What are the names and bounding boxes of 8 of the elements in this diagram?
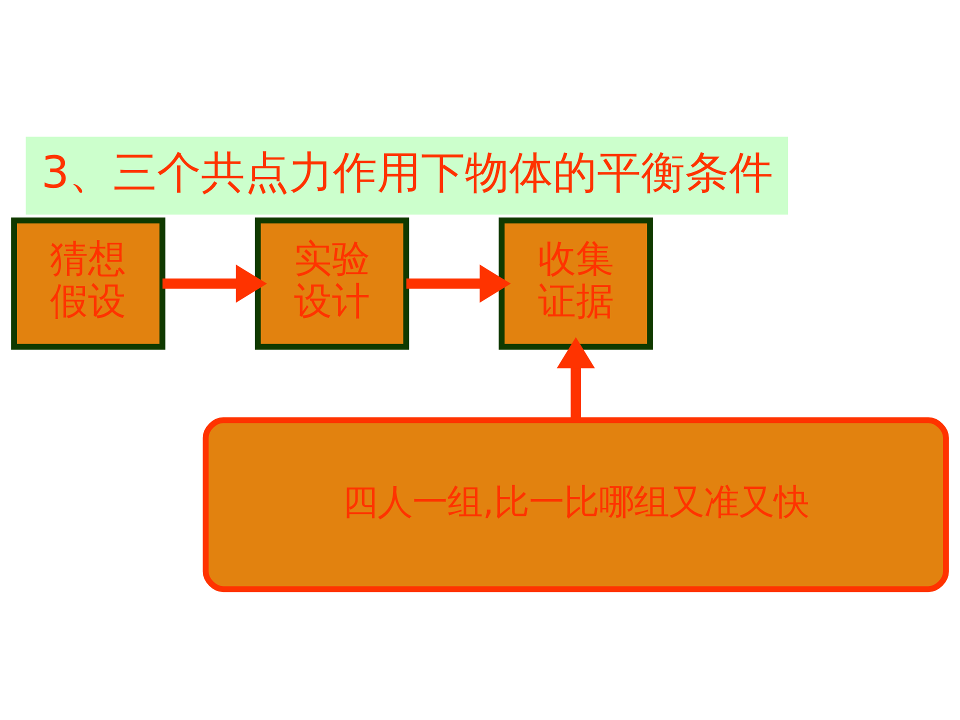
node-box: 猜想假设 <box>11 218 166 350</box>
diagram-title: 3、三个共点力作用下物体的平衡条件 <box>41 147 774 198</box>
node-box: 实验设计 <box>254 218 410 350</box>
node-box: 四人一组,比一比哪组又准又快 <box>202 417 949 592</box>
arrow <box>162 264 268 303</box>
node-box: 收集证据 <box>498 218 653 350</box>
arrow <box>406 264 511 303</box>
arrow <box>556 337 595 420</box>
